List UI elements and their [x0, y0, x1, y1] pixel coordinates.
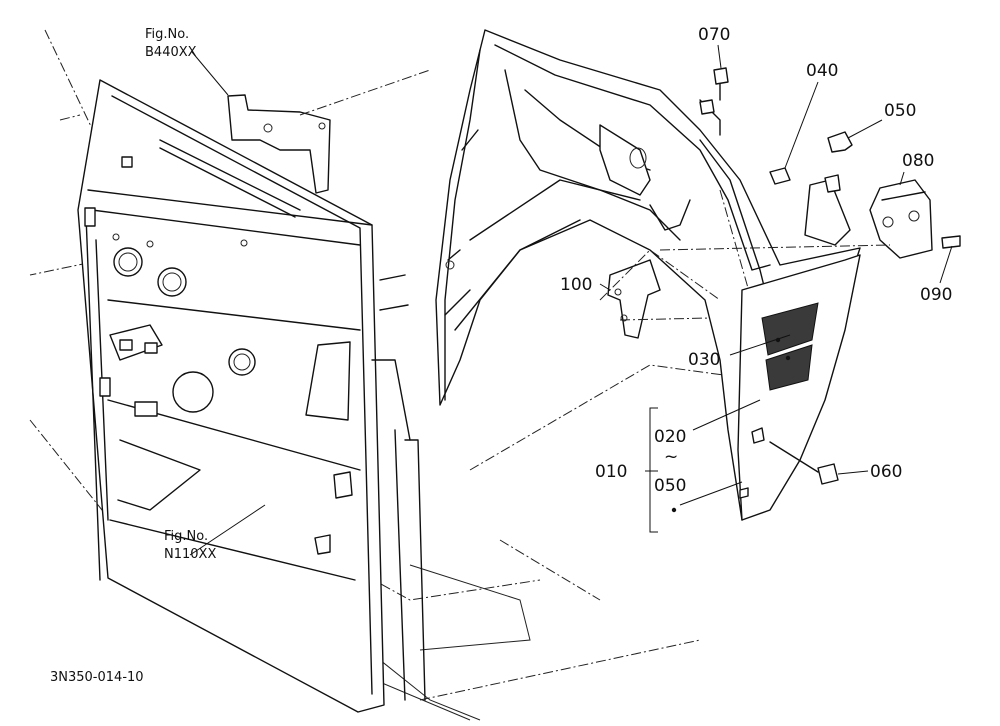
part-label-040: 040 — [806, 61, 838, 81]
part-label-030: 030 — [688, 350, 720, 370]
part-label-050: 050 — [884, 101, 916, 121]
side-cover-020 — [737, 254, 861, 521]
part-label-090: 090 — [920, 285, 952, 305]
drawing-code: 3N350-014-10 — [50, 670, 144, 685]
dash-panel — [77, 79, 426, 713]
fig-ref-bottom-code: N110XX — [164, 547, 216, 562]
upper-bracket — [227, 69, 431, 194]
part-label-080: 080 — [902, 151, 934, 171]
fig-ref-top-code: B440XX — [145, 45, 197, 60]
part-label-050-range-end: 050 — [654, 476, 686, 496]
fig-ref-bottom-label: Fig.No. — [164, 529, 208, 544]
bracket-100 — [607, 259, 661, 339]
part-label-020: 020 — [654, 427, 686, 447]
leader-lines — [189, 44, 953, 556]
fig-ref-top-label: Fig.No. — [145, 27, 189, 42]
part-label-060: 060 — [870, 462, 902, 482]
part-label-070: 070 — [698, 25, 730, 45]
lamp-parts — [599, 131, 961, 321]
part-range-symbol: ~ — [664, 447, 678, 467]
bolts — [713, 67, 839, 485]
part-label-010: 010 — [595, 462, 627, 482]
part-label-100: 100 — [560, 275, 592, 295]
